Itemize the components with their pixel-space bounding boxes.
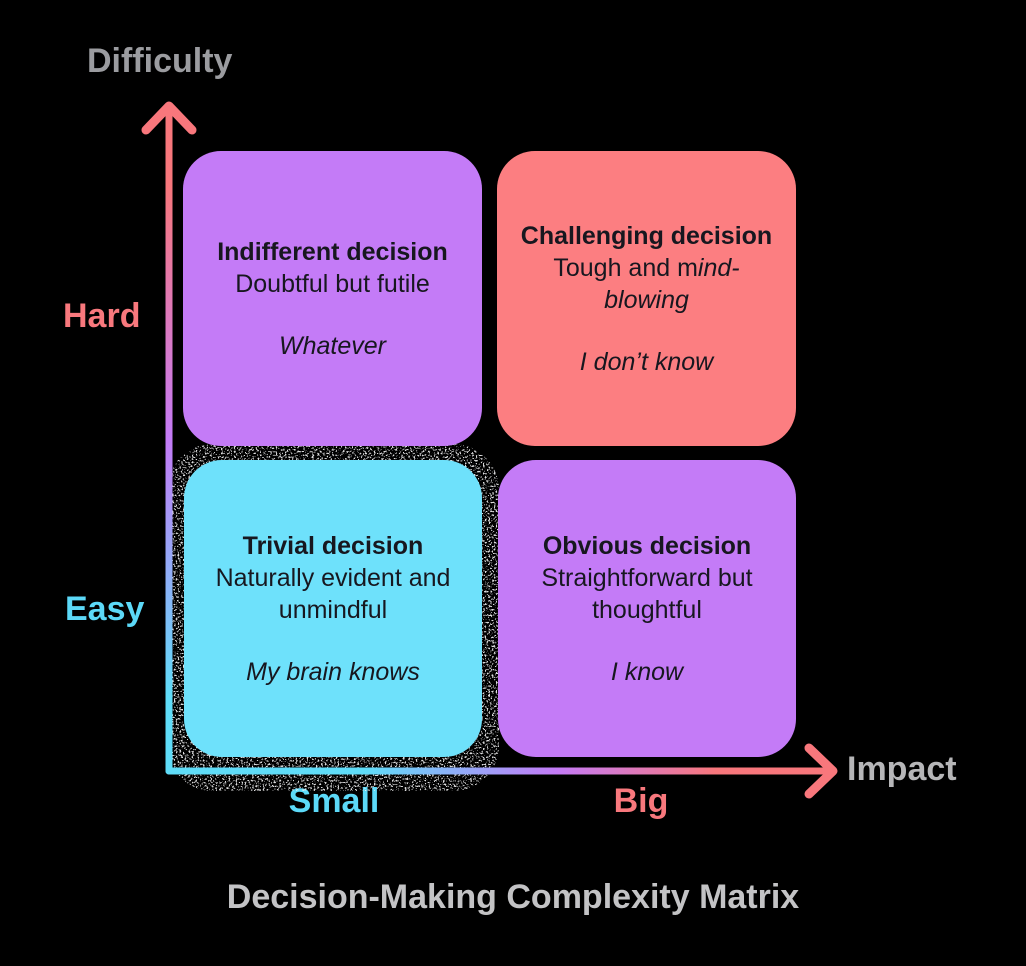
quadrant-text-line: Doubtful but futile bbox=[235, 269, 430, 298]
quadrant-text-line: Trivial decision bbox=[242, 531, 424, 560]
x-axis-label: Impact bbox=[847, 750, 957, 788]
quadrant-text-line: My brain knows bbox=[246, 657, 420, 686]
y-axis-arrowhead-icon bbox=[141, 101, 197, 135]
quadrant-text-line: thoughtful bbox=[592, 595, 702, 624]
x-axis-high-label: Big bbox=[613, 782, 669, 820]
quadrant-text-line: unmindful bbox=[278, 595, 388, 624]
y-axis-high-label: Hard bbox=[63, 297, 141, 335]
quadrant-text-line: I know bbox=[610, 657, 684, 686]
quadrant-text-line: Indifferent decision bbox=[217, 237, 448, 266]
quadrant-text-line: Straightforward but bbox=[541, 563, 753, 592]
y-axis-low-label: Easy bbox=[65, 590, 145, 628]
quadrant-text-line: Naturally evident and bbox=[215, 563, 451, 592]
quadrant-text-line: Tough and mind- bbox=[553, 253, 740, 282]
quadrant-text-line: blowing bbox=[604, 285, 689, 314]
x-axis-arrowhead-icon bbox=[804, 743, 838, 799]
quadrant-text-line: I don’t know bbox=[579, 347, 714, 376]
quadrant-text-line: Obvious decision bbox=[542, 531, 752, 560]
y-axis-label: Difficulty bbox=[87, 42, 233, 80]
diagram-title: Decision-Making Complexity Matrix bbox=[226, 878, 800, 916]
quadrant-text-line: Whatever bbox=[279, 331, 386, 360]
quadrant-text-line: Challenging decision bbox=[520, 221, 773, 250]
